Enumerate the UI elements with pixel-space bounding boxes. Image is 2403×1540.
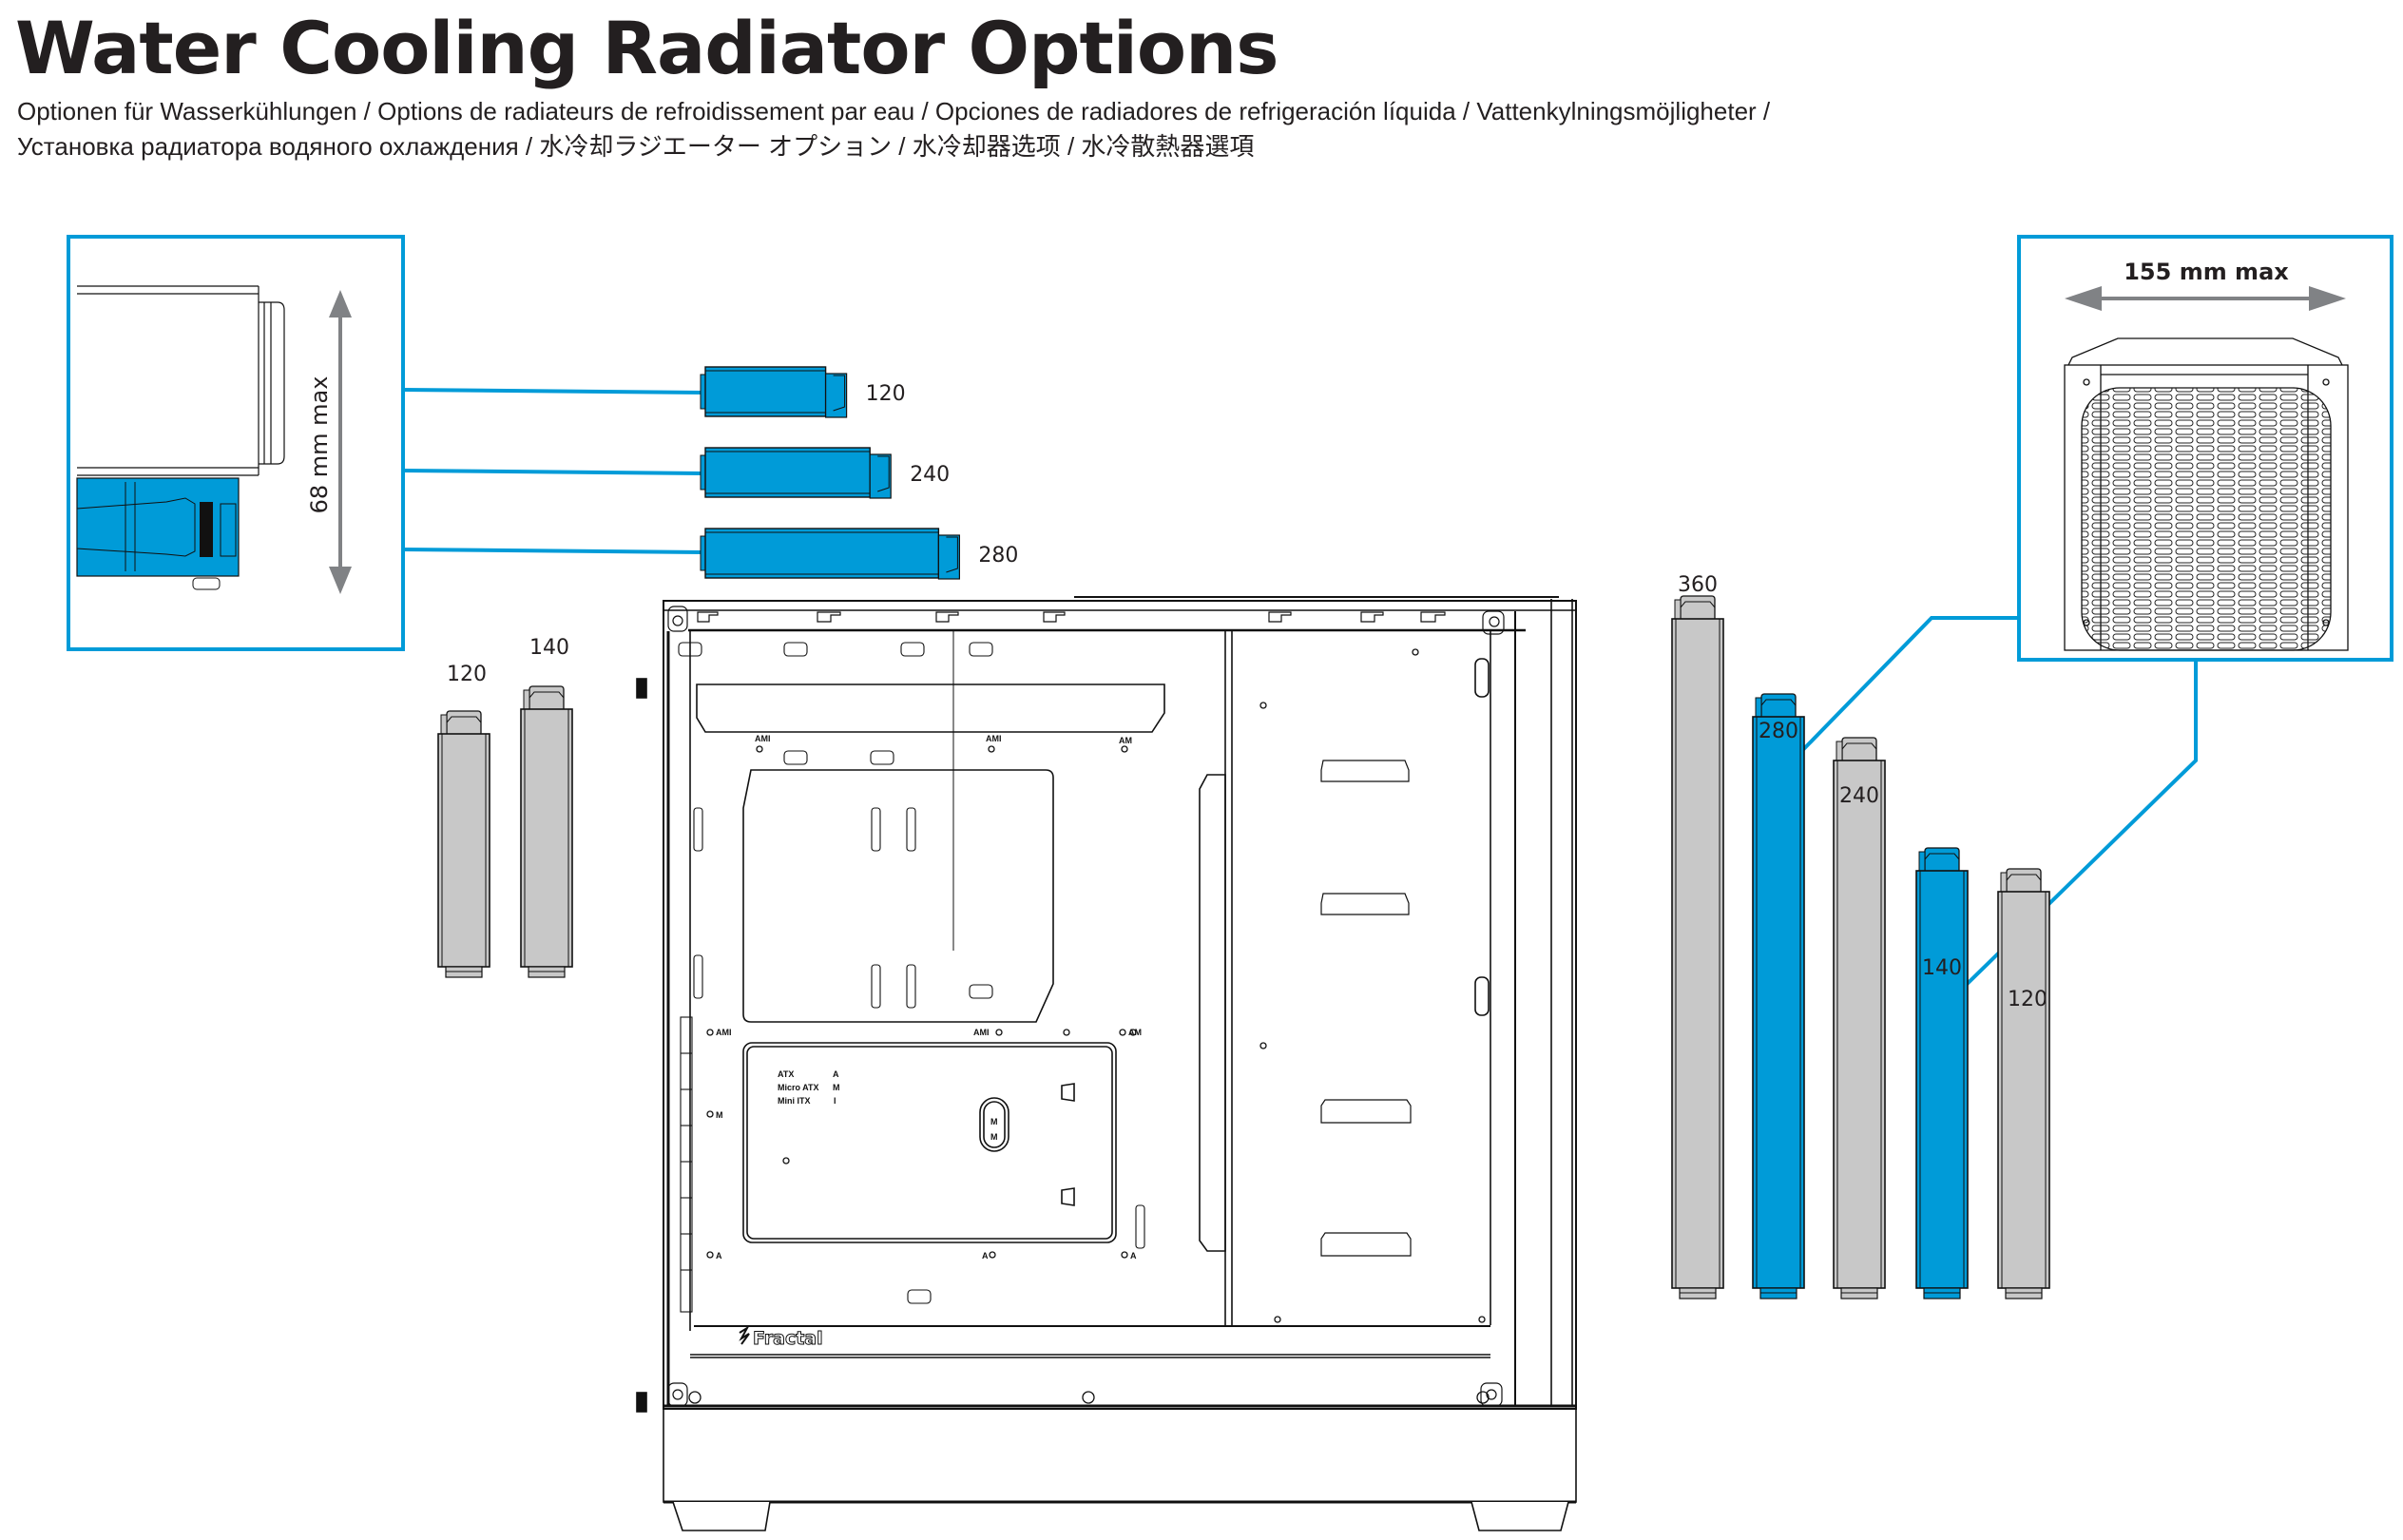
standoff-holes xyxy=(688,648,1490,1404)
front-radiator-360-label: 360 xyxy=(1678,573,1718,597)
rear-radiator-140-label: 140 xyxy=(529,636,569,660)
legend-form-factor-name: Mini ITX xyxy=(778,1096,811,1106)
standoff-labels: AMI AMI AM AMI AMI AM M A A A M M xyxy=(716,734,1142,1261)
corner-screws xyxy=(667,606,1505,1407)
subtitle-translations-line-2: Установка радиатора водяного охлаждения … xyxy=(17,132,1255,161)
front-radiator-140-label: 140 xyxy=(1922,956,1962,980)
width-inset: 155 mm max xyxy=(2017,235,2393,662)
front-radiator-360: 360 xyxy=(1671,573,1724,1299)
connector-line-top-120 xyxy=(402,388,704,395)
standoff-label: AM xyxy=(1119,736,1132,745)
rear-radiator-120-label: 120 xyxy=(447,663,487,686)
radiator-side-view xyxy=(77,285,285,476)
cable-tie-points xyxy=(678,642,1145,1304)
front-radiator-120: 120 xyxy=(1997,868,2050,1299)
rear-radiator-120: 120 xyxy=(437,663,490,978)
standoff-label: AMI xyxy=(755,734,771,743)
rear-radiator-140: 140 xyxy=(520,636,573,978)
front-radiator-140: 140 xyxy=(1915,847,1969,1299)
thickness-inset-frame xyxy=(67,235,405,651)
connector-line-front-280 xyxy=(1785,616,2019,768)
standoff-label: A xyxy=(716,1251,722,1261)
standoff-label: A xyxy=(982,1251,989,1261)
standoff-label: AM xyxy=(1128,1028,1142,1037)
form-factor-legend: ATX A Micro ATX M Mini ITX I xyxy=(778,1069,840,1106)
legend-form-factor-code: M xyxy=(833,1083,840,1092)
top-vent-slots xyxy=(697,611,1446,623)
standoff-label: AMI xyxy=(716,1028,732,1037)
front-radiator-240: 240 xyxy=(1833,737,1886,1299)
connector-line-top-240 xyxy=(402,469,704,475)
standoff-label: A xyxy=(1130,1251,1137,1261)
standoff-label: AMI xyxy=(986,734,1002,743)
front-radiator-120-label: 120 xyxy=(2008,988,2047,1011)
width-dimension-arrow xyxy=(2065,286,2346,311)
legend-form-factor-name: ATX xyxy=(778,1069,794,1079)
front-radiator-group: 360 280 240 140 120 xyxy=(1671,573,2050,1299)
standoff-label: M xyxy=(990,1117,998,1126)
top-radiator-label: 280 xyxy=(978,544,1018,568)
legend-form-factor-code: I xyxy=(834,1096,836,1106)
connector-line-front-140 xyxy=(1949,660,2198,1002)
fractal-logo-text: Fractal xyxy=(753,1328,823,1349)
standoff-label: AMI xyxy=(973,1028,990,1037)
front-radiator-280-label: 280 xyxy=(1759,720,1798,743)
top-radiator-label: 120 xyxy=(866,382,906,406)
radiator-front-view xyxy=(2064,337,2349,651)
legend-form-factor-name: Micro ATX xyxy=(778,1083,819,1092)
fractal-logo: Fractal xyxy=(739,1325,823,1350)
connector-line-top-280 xyxy=(402,548,704,554)
top-radiator-label: 240 xyxy=(910,463,950,487)
top-radiator-280: 280 xyxy=(700,528,1018,580)
front-radiator-280: 280 xyxy=(1752,693,1805,1299)
pc-case-side-view xyxy=(636,596,1577,1531)
thickness-dimension-arrow xyxy=(329,290,352,594)
expansion-slots xyxy=(680,1016,693,1313)
legend-form-factor-code: A xyxy=(833,1069,839,1079)
top-radiator-240: 240 xyxy=(700,447,950,499)
standoff-label: M xyxy=(990,1132,998,1142)
standoff-label: M xyxy=(716,1110,723,1120)
top-radiator-group: 120 240 280 xyxy=(700,366,1018,580)
top-connector-lines xyxy=(402,388,704,554)
top-radiator-120: 120 xyxy=(700,366,906,418)
thickness-inset: 68 mm max xyxy=(67,235,405,651)
width-label: 155 mm max xyxy=(2124,259,2289,285)
rear-radiator-group: 120 140 xyxy=(437,636,573,978)
fan-side-view xyxy=(76,477,240,590)
drive-mounts xyxy=(1320,760,1412,1257)
front-radiator-240-label: 240 xyxy=(1839,784,1879,808)
fractal-logo-icon xyxy=(739,1325,750,1345)
thickness-label: 68 mm max xyxy=(306,376,333,514)
page-title: Water Cooling Radiator Options xyxy=(15,6,1278,90)
subtitle-translations-line-1: Optionen für Wasserkühlungen / Options d… xyxy=(17,97,1771,125)
